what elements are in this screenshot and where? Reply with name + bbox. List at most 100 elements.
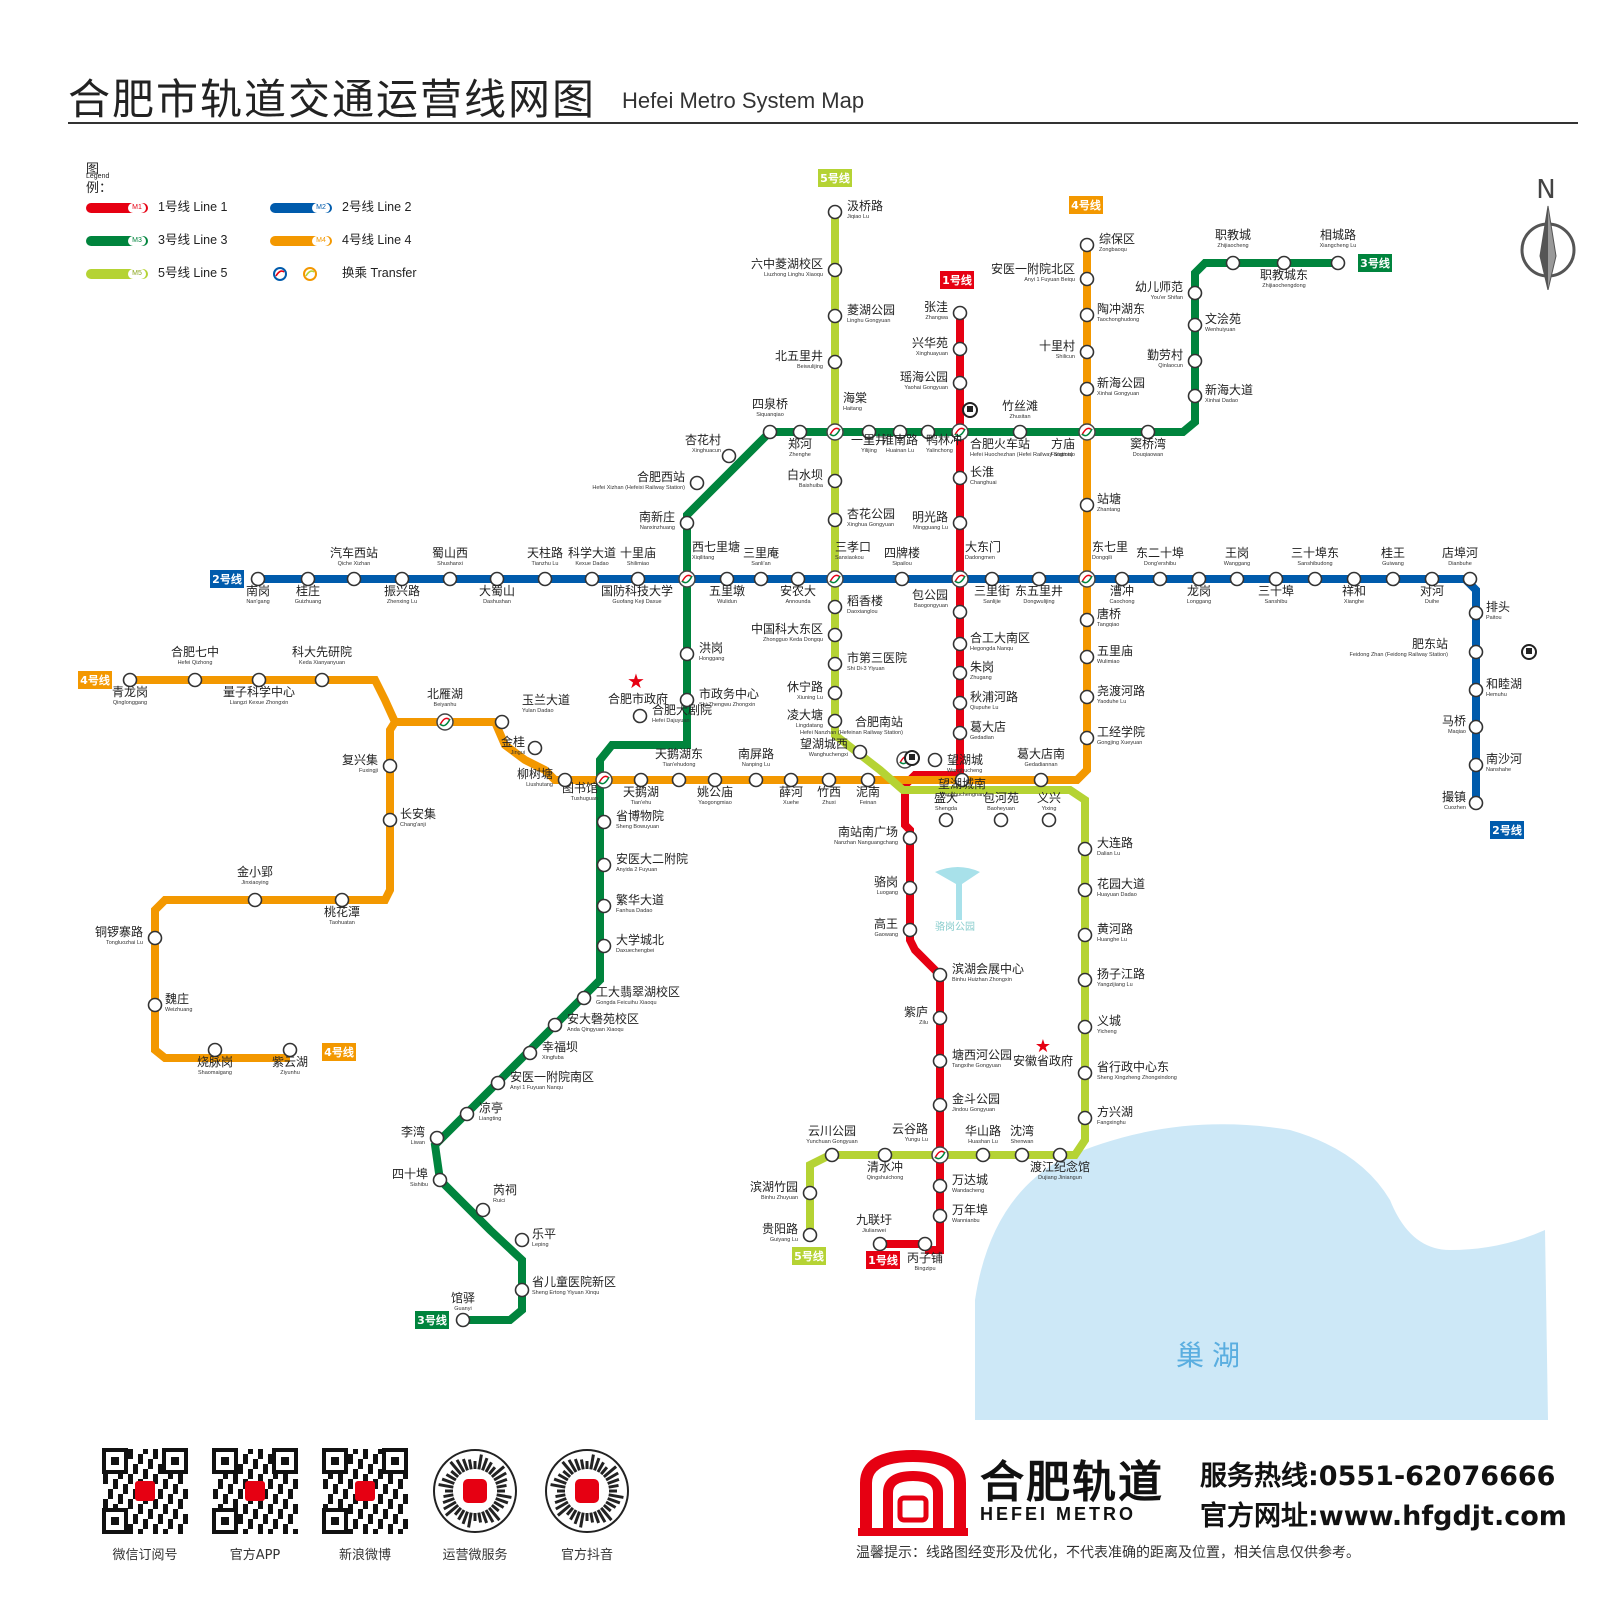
qr-code-2[interactable]: 官方APP bbox=[212, 1448, 298, 1563]
qr-code-5[interactable]: 官方抖音 bbox=[544, 1448, 630, 1563]
qr-code-1[interactable]: 微信订阅号 bbox=[102, 1448, 188, 1563]
